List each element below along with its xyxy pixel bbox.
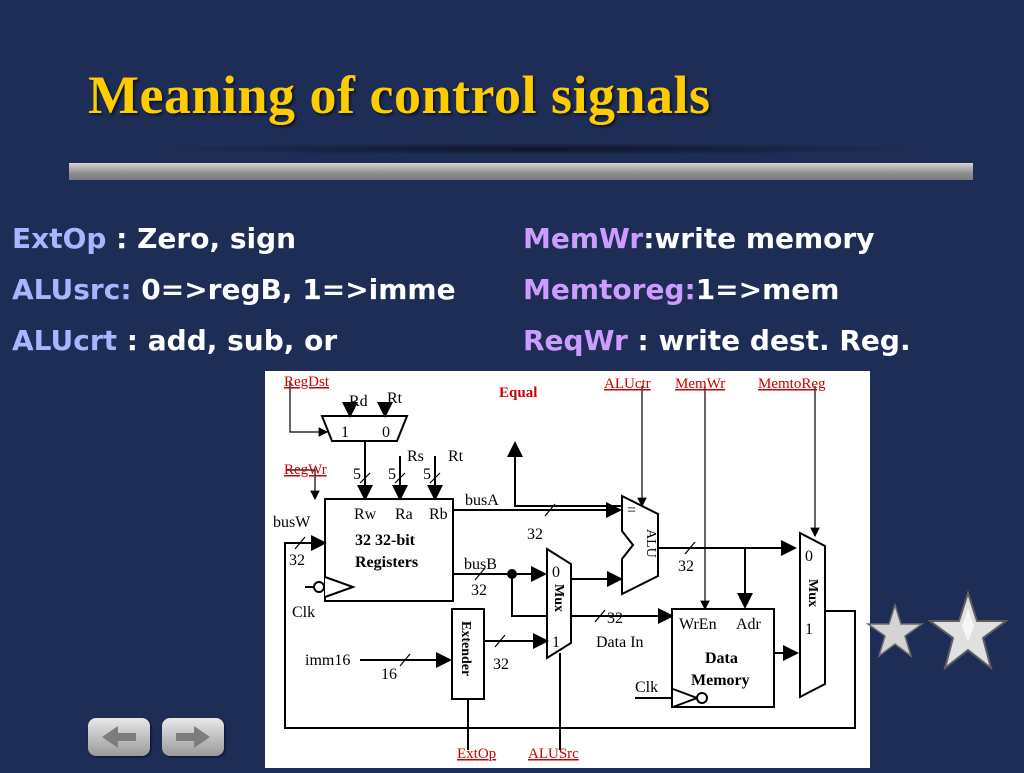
data-memory <box>671 608 775 708</box>
prev-slide-button[interactable] <box>88 718 150 756</box>
rb-label: Rb <box>429 506 448 523</box>
signal-sep: : <box>117 324 148 357</box>
alusrc-in1: 1 <box>552 634 560 651</box>
busw-label: busW <box>273 514 311 531</box>
busb-width: 32 <box>471 582 487 599</box>
title-divider <box>69 163 973 180</box>
busa-width: 32 <box>527 526 543 543</box>
memtoreg-mux-label: Mux <box>805 579 820 607</box>
alusrc-label: ALUSrc <box>528 746 579 762</box>
signal-alusrc: ALUsrc: 0=>regB, 1=>imme <box>12 273 456 306</box>
signal-key: MemWr <box>523 222 644 255</box>
memwr-label: MemWr <box>675 376 725 392</box>
title-shadow <box>150 143 930 155</box>
alu-eq-label: = <box>627 502 636 519</box>
imm16-label: imm16 <box>305 652 350 669</box>
signal-sep: : <box>627 324 659 357</box>
ext-width: 32 <box>493 656 509 673</box>
signal-desc: 0=>regB, 1=>imme <box>141 273 456 306</box>
signal-extop: ExtOp : Zero, sign <box>12 222 296 255</box>
regdst-sel1: 1 <box>341 424 349 441</box>
extender-label: Extender <box>458 621 473 676</box>
rw-label: Rw <box>354 506 377 523</box>
memory-line1: Data <box>705 650 738 667</box>
signal-desc: add, sub, or <box>147 324 338 357</box>
signal-memtoreg: Memtoreg:1=>mem <box>523 273 839 306</box>
datain-label: Data In <box>596 634 644 651</box>
star-icon-small <box>866 603 924 658</box>
registers-line1: 32 32-bit <box>355 532 416 549</box>
alusrc-mux <box>546 547 572 660</box>
wren-label: WrEn <box>679 616 717 633</box>
imm-width: 16 <box>381 666 397 683</box>
mem-clk-label: Clk <box>635 679 658 696</box>
signal-memwr: MemWr:write memory <box>523 222 874 255</box>
regdst-label: RegDst <box>284 374 330 390</box>
busa-label: busA <box>465 492 499 509</box>
signal-aluctr: ALUcrt : add, sub, or <box>12 324 337 357</box>
width-w1: 5 <box>353 466 361 483</box>
signal-sep <box>132 273 142 306</box>
memtoreg-mux <box>799 531 826 699</box>
signal-key: Memtoreg: <box>523 273 696 306</box>
signal-sep: : <box>106 222 138 255</box>
alusrc-in0: 0 <box>552 564 560 581</box>
width-w3: 5 <box>423 466 431 483</box>
signal-desc: 1=>mem <box>695 273 840 306</box>
alu-label: ALU <box>643 529 658 558</box>
width-w2: 5 <box>388 466 396 483</box>
regdst-sel0: 0 <box>382 424 390 441</box>
datain-width: 32 <box>607 610 623 627</box>
datapath-diagram: RegDst RegWr ALUctr MemWr MemtoReg ExtOp… <box>265 371 870 768</box>
rt-field-label: Rt <box>448 448 464 465</box>
next-slide-button[interactable] <box>162 718 224 756</box>
clk-label: Clk <box>292 604 315 621</box>
signal-key: ALUcrt <box>12 324 118 357</box>
ra-label: Ra <box>395 506 413 523</box>
alusrc-mux-label: Mux <box>551 584 566 612</box>
memtoreg-in0: 0 <box>805 548 813 565</box>
signal-key: ALUsrc: <box>12 273 132 306</box>
star-icon-large <box>928 590 1008 671</box>
busb-label: busB <box>464 556 497 573</box>
signal-regwr: ReqWr : write dest. Reg. <box>523 324 911 357</box>
slide-title: Meaning of control signals <box>88 65 711 125</box>
alu-result-width: 32 <box>678 558 694 575</box>
adr-label: Adr <box>736 616 762 633</box>
next-arrow-icon <box>176 726 210 748</box>
signal-key: ExtOp <box>12 222 107 255</box>
memory-line2: Memory <box>691 672 750 689</box>
memtoreg-label: MemtoReg <box>758 376 826 392</box>
extop-label: ExtOp <box>457 746 496 762</box>
signal-key: ReqWr <box>523 324 628 357</box>
memtoreg-in1: 1 <box>805 621 813 638</box>
regwr-label: RegWr <box>284 462 327 478</box>
signal-desc: :write memory <box>643 222 875 255</box>
registers-line2: Registers <box>355 554 418 571</box>
regdst-mux <box>320 415 409 442</box>
equal-label: Equal <box>499 385 537 401</box>
busw-width: 32 <box>289 552 305 569</box>
rt-label: Rt <box>387 390 403 407</box>
rd-label: Rd <box>349 393 368 410</box>
signal-desc: Zero, sign <box>137 222 297 255</box>
signal-desc: write dest. Reg. <box>658 324 911 357</box>
aluctr-label: ALUctr <box>604 376 651 392</box>
rs-label: Rs <box>407 448 424 465</box>
prev-arrow-icon <box>102 726 136 748</box>
